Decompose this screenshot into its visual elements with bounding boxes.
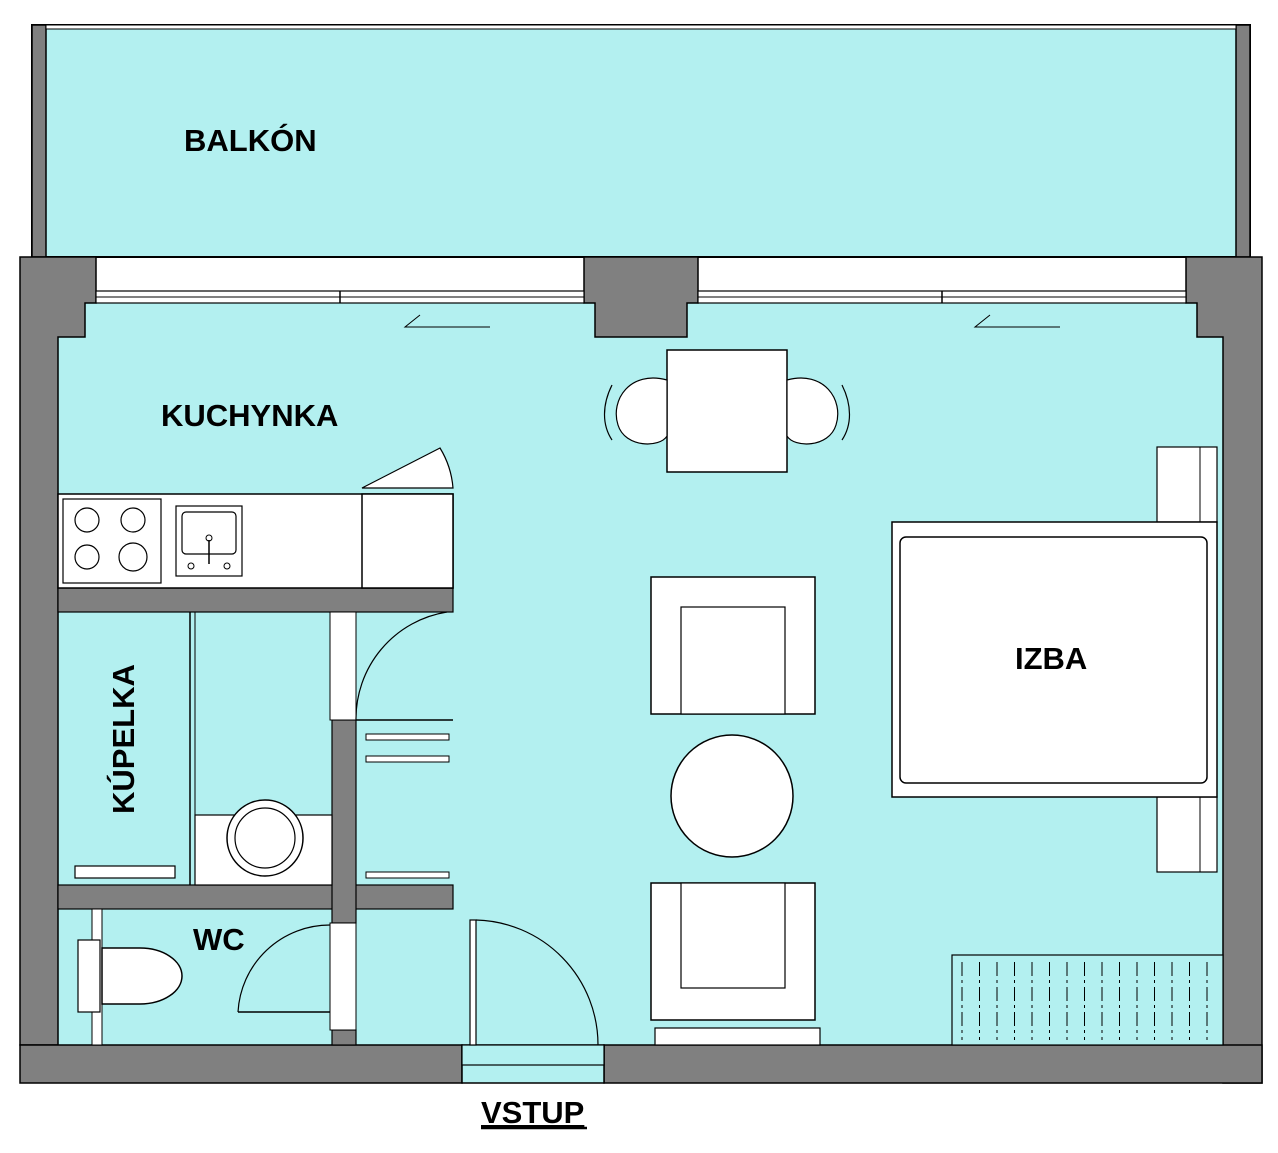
bed-set xyxy=(891,446,1218,873)
fridge-door-swing xyxy=(361,447,454,489)
toilet-tank xyxy=(77,939,101,1013)
fridge xyxy=(361,493,454,589)
chair-left-back xyxy=(603,384,613,441)
room-label-wc: WC xyxy=(193,922,245,957)
entrance-door xyxy=(461,919,605,1066)
window-recess-left xyxy=(85,303,595,337)
wardrobe-rail xyxy=(365,733,450,741)
balcony-railing-top xyxy=(45,24,1237,30)
wc-door-frame xyxy=(329,922,357,1031)
burner-icon xyxy=(74,507,100,533)
window-right-slide-arrow xyxy=(973,314,1060,328)
room-label-kitchenette: KUCHYNKA xyxy=(161,398,338,433)
room-label-bathroom: KÚPELKA xyxy=(105,664,141,814)
burner-icon xyxy=(74,544,100,570)
mattress xyxy=(899,536,1208,784)
radiator-body xyxy=(951,954,1224,1046)
entrance-door-frame xyxy=(461,1044,605,1066)
kitchen-counter xyxy=(57,447,454,589)
balcony-railing-left xyxy=(31,24,47,258)
wall-vertical-mid xyxy=(331,719,357,924)
room-label-room: IZBA xyxy=(1015,641,1087,676)
sink-faucet-icon xyxy=(205,534,213,542)
bathroom-door-frame xyxy=(329,611,357,721)
wardrobe-rail xyxy=(365,871,450,879)
wall-bottom-right xyxy=(603,1044,1263,1084)
wc-door-swing xyxy=(237,924,331,1013)
balcony-railing-right xyxy=(1235,24,1251,258)
tv-bench xyxy=(654,1027,821,1046)
chair-right-back xyxy=(841,384,851,441)
windows xyxy=(95,290,1187,328)
seating xyxy=(650,576,821,1046)
hob xyxy=(62,498,162,584)
wall-bath-wc xyxy=(57,884,454,910)
balcony-floor xyxy=(31,24,1251,258)
chair-left-icon xyxy=(615,377,668,445)
entrance-label: VSTUP xyxy=(481,1095,584,1130)
toilet-bowl-icon xyxy=(101,947,183,1005)
nightstand-top xyxy=(1156,446,1218,523)
chair-right-icon xyxy=(786,377,839,445)
window-left-slide-arrow xyxy=(403,314,490,328)
wardrobe-rail xyxy=(365,755,450,763)
interior-walls xyxy=(57,587,454,1046)
window-recess-right xyxy=(687,303,1197,337)
sink-tap-icon xyxy=(223,562,231,570)
balcony xyxy=(31,24,1251,258)
dining-set xyxy=(603,349,851,473)
wardrobe xyxy=(365,733,450,879)
entrance-door-swing xyxy=(475,919,599,1046)
washing-machine-drum-icon xyxy=(234,807,296,869)
wall-vertical-bottom xyxy=(331,1029,357,1046)
burner-icon xyxy=(118,542,148,572)
radiator xyxy=(951,954,1224,1046)
coffee-table xyxy=(670,734,794,858)
armchair-bottom-seat xyxy=(680,882,786,989)
outer-walls xyxy=(19,256,1263,1084)
washing-machine-drum-icon xyxy=(226,799,304,877)
room-label-balcony: BALKÓN xyxy=(184,122,317,158)
bath-shelf xyxy=(74,865,176,879)
wall-top-pillar xyxy=(583,256,699,338)
bathroom-fixtures xyxy=(74,611,453,886)
dining-table xyxy=(666,349,788,473)
nightstand-bottom xyxy=(1156,796,1218,873)
bathroom-door-swing xyxy=(355,611,448,721)
sink-tap-icon xyxy=(187,562,195,570)
wc-fixtures xyxy=(77,908,357,1046)
armchair-top-seat xyxy=(680,606,786,715)
burner-icon xyxy=(120,507,146,533)
wall-kitchen-bath xyxy=(57,587,454,613)
wall-bottom-left xyxy=(19,1044,463,1084)
entrance-door-leaf xyxy=(469,919,477,1046)
wall-top-right-corner xyxy=(1185,256,1263,1084)
